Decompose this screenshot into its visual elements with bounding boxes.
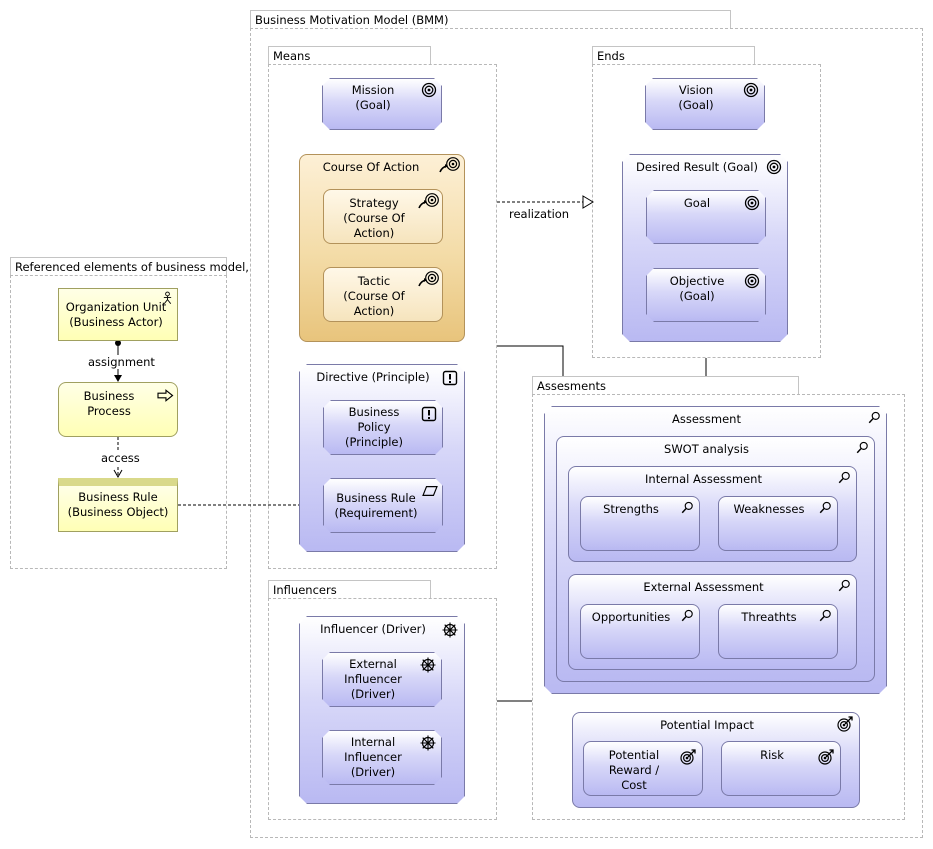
external-influencer-node[interactable]: External Influencer (Driver) — [322, 652, 442, 707]
opportunities-label: Opportunities — [591, 610, 671, 624]
realization-label: realization — [507, 207, 572, 221]
business-object-node[interactable]: Business Rule (Business Object) — [58, 478, 178, 532]
assignment-arrowhead — [114, 375, 122, 382]
strategy-node[interactable]: Strategy (Course Of Action) — [323, 189, 443, 244]
opportunities-node[interactable]: Opportunities — [580, 604, 700, 659]
ends-group-label: Ends — [597, 49, 625, 63]
course-of-action-icon — [418, 193, 440, 209]
means-group-label: Means — [273, 49, 311, 63]
goal-icon — [744, 195, 760, 211]
strengths-label: Strengths — [603, 502, 659, 516]
organization-unit-node[interactable]: Organization Unit (Business Actor) — [58, 288, 178, 341]
business-object-label: Business Rule (Business Object) — [67, 490, 169, 519]
potential-reward-node[interactable]: Potential Reward / Cost — [583, 741, 703, 796]
organization-unit-label: Organization Unit (Business Actor) — [65, 300, 167, 329]
course-of-action-icon — [439, 157, 461, 173]
assessment-icon — [819, 501, 832, 514]
assessment-icon — [868, 411, 881, 424]
internal-assessment-label: Internal Assessment — [645, 472, 762, 486]
business-process-label: Business Process — [83, 389, 135, 418]
bmm-group[interactable] — [250, 28, 923, 838]
threats-node[interactable]: Threathts — [718, 604, 838, 659]
influencers-group[interactable] — [268, 598, 497, 820]
directive-label: Directive (Principle) — [316, 370, 430, 384]
principle-icon — [442, 370, 458, 386]
influencers-group-label: Influencers — [273, 583, 337, 597]
influencer-label: Influencer (Driver) — [320, 622, 426, 636]
ends-group-tab[interactable]: Ends — [592, 46, 755, 64]
principle-icon — [421, 406, 437, 422]
vision-label: Vision (Goal) — [678, 83, 714, 112]
business-process-icon — [157, 388, 174, 403]
means-group[interactable] — [268, 64, 497, 569]
assessment-icon — [681, 501, 694, 514]
risk-node[interactable]: Risk — [721, 741, 841, 796]
assessment-icon — [856, 441, 869, 454]
influencers-group-tab[interactable]: Influencers — [268, 580, 431, 598]
goal-icon — [421, 82, 437, 98]
outcome-icon — [679, 749, 697, 765]
risk-label: Risk — [760, 748, 784, 762]
assesments-group[interactable] — [532, 394, 905, 820]
assessment-icon — [838, 471, 851, 484]
business-policy-label: Business Policy (Principle) — [344, 405, 403, 449]
strengths-node[interactable]: Strengths — [580, 496, 700, 551]
mission-label: Mission (Goal) — [351, 83, 395, 112]
objective-label: Objective (Goal) — [669, 274, 725, 303]
access-arrowhead — [113, 469, 123, 479]
requirement-icon — [421, 484, 439, 498]
potential-reward-label: Potential Reward / Cost — [608, 748, 660, 792]
ends-group[interactable] — [592, 64, 821, 358]
weaknesses-node[interactable]: Weaknesses — [718, 496, 838, 551]
access-label: access — [99, 451, 142, 465]
referenced-group[interactable] — [10, 275, 227, 569]
means-group-tab[interactable]: Means — [268, 46, 431, 64]
goal-icon — [744, 273, 760, 289]
business-rule-label: Business Rule (Requirement) — [334, 491, 418, 520]
bmm-group-label: Business Motivation Model (BMM) — [255, 13, 449, 27]
strategy-label: Strategy (Course Of Action) — [343, 196, 405, 240]
assignment-label: assignment — [86, 355, 157, 369]
internal-influencer-node[interactable]: Internal Influencer (Driver) — [322, 730, 442, 785]
driver-icon — [420, 735, 436, 751]
objective-node[interactable]: Objective (Goal) — [646, 268, 766, 322]
external-influencer-label: External Influencer (Driver) — [344, 657, 402, 701]
referenced-group-tab[interactable]: Referenced elements of business model, — [10, 257, 249, 275]
business-process-node[interactable]: Business Process — [58, 382, 178, 437]
course-of-action-label: Course Of Action — [322, 160, 420, 174]
goal-icon — [743, 82, 759, 98]
outcome-icon — [836, 716, 854, 732]
desired-result-label: Desired Result (Goal) — [636, 160, 758, 174]
business-rule-node[interactable]: Business Rule (Requirement) — [323, 478, 443, 533]
internal-influencer-label: Internal Influencer (Driver) — [344, 735, 402, 779]
assessment-icon — [819, 609, 832, 622]
assesments-group-label: Assesments — [537, 379, 606, 393]
weaknesses-label: Weaknesses — [733, 502, 805, 516]
driver-icon — [420, 657, 436, 673]
business-actor-icon — [161, 291, 174, 305]
business-policy-node[interactable]: Business Policy (Principle) — [323, 400, 443, 455]
driver-icon — [442, 622, 458, 638]
threats-label: Threathts — [741, 610, 797, 624]
mission-node[interactable]: Mission (Goal) — [322, 78, 442, 130]
goal-label: Goal — [683, 196, 711, 210]
outcome-icon — [817, 749, 835, 765]
assessment-icon — [681, 609, 694, 622]
assessment-label: Assessment — [672, 412, 741, 426]
goal-icon — [766, 159, 782, 175]
swot-label: SWOT analysis — [664, 442, 749, 456]
potential-impact-label: Potential Impact — [660, 718, 754, 732]
external-assessment-label: External Assessment — [643, 580, 764, 594]
referenced-group-label: Referenced elements of business model, — [15, 260, 249, 274]
tactic-label: Tactic (Course Of Action) — [343, 274, 405, 318]
course-of-action-icon — [418, 271, 440, 287]
assesments-group-tab[interactable]: Assesments — [532, 376, 799, 394]
means-assesments-line — [497, 345, 564, 376]
tactic-node[interactable]: Tactic (Course Of Action) — [323, 267, 443, 322]
vision-node[interactable]: Vision (Goal) — [645, 78, 765, 130]
realization-arrowhead — [582, 195, 594, 209]
goal-node[interactable]: Goal — [646, 190, 766, 244]
bmm-group-tab[interactable]: Business Motivation Model (BMM) — [250, 10, 731, 28]
assessment-icon — [838, 579, 851, 592]
